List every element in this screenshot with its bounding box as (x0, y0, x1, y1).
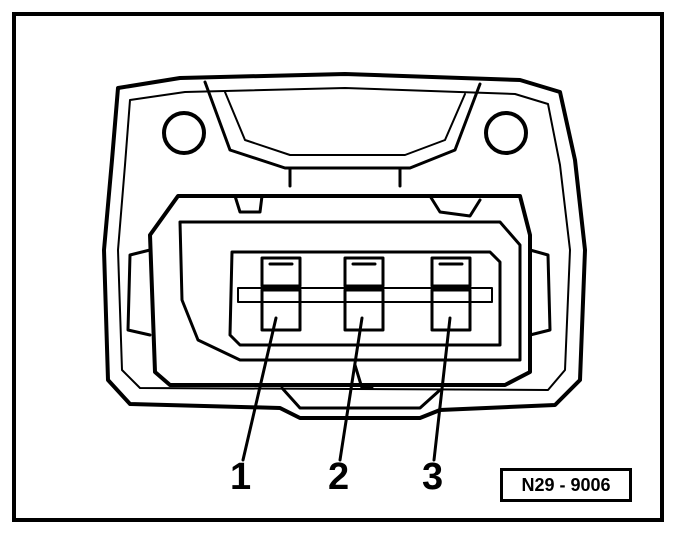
top-latch (203, 80, 482, 170)
pin-label-1: 1 (230, 456, 252, 498)
side-clip-left (126, 248, 152, 337)
leader-line-1 (241, 316, 278, 462)
pin-label-3: 3 (422, 456, 444, 498)
top-latch-inner (224, 91, 466, 156)
side-clip-right (528, 248, 552, 337)
lock-tab-left (233, 194, 264, 214)
reference-code-box: N29 - 9006 (500, 468, 632, 502)
socket-frame (148, 194, 532, 387)
bottom-notch (353, 363, 374, 390)
socket-recess (228, 250, 502, 347)
lock-tab-right (428, 194, 482, 218)
pin-label-2: 2 (328, 456, 350, 498)
diagram-frame (12, 12, 664, 522)
terminal-slot-2 (343, 256, 385, 332)
mounting-hole-right (484, 111, 528, 155)
connector-housing-outline (102, 72, 587, 420)
bottom-lip (280, 386, 442, 410)
terminal-bar (237, 287, 493, 303)
terminal-slot-1 (260, 256, 302, 332)
terminal-slot-3 (430, 256, 472, 332)
socket-face (178, 220, 522, 362)
reference-code: N29 - 9006 (521, 474, 611, 495)
housing-inner-outline (117, 87, 571, 391)
leader-line-2 (338, 316, 364, 462)
mounting-hole-left (162, 111, 206, 155)
leader-line-3 (432, 316, 452, 462)
